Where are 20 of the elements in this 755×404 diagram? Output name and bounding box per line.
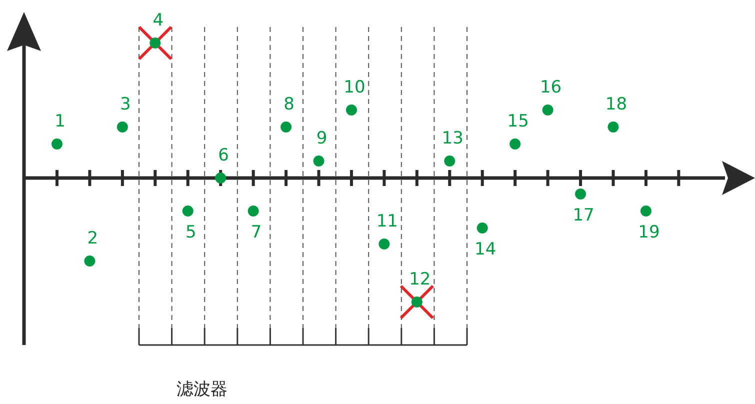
point-label: 14 (474, 242, 496, 258)
point-label: 2 (87, 230, 98, 248)
point-label: 10 (344, 80, 366, 96)
point-label: 12 (409, 272, 431, 288)
point-label: 19 (638, 224, 660, 242)
point-label: 15 (507, 114, 529, 130)
point-label: 3 (120, 96, 131, 114)
point-label: 8 (284, 96, 294, 114)
bracket-label: 滤波器 (176, 382, 228, 398)
point-label: 5 (185, 224, 196, 242)
point-label: 4 (152, 12, 164, 30)
point-label: 1 (54, 114, 66, 130)
point-label: 16 (540, 80, 562, 96)
point-label: 11 (376, 214, 398, 230)
point-label: 6 (218, 148, 229, 164)
point-label: 9 (316, 130, 328, 148)
point-label: 7 (250, 224, 262, 242)
point-label: 13 (442, 130, 464, 148)
point-label: 17 (572, 208, 594, 224)
point-label: 18 (605, 96, 628, 114)
